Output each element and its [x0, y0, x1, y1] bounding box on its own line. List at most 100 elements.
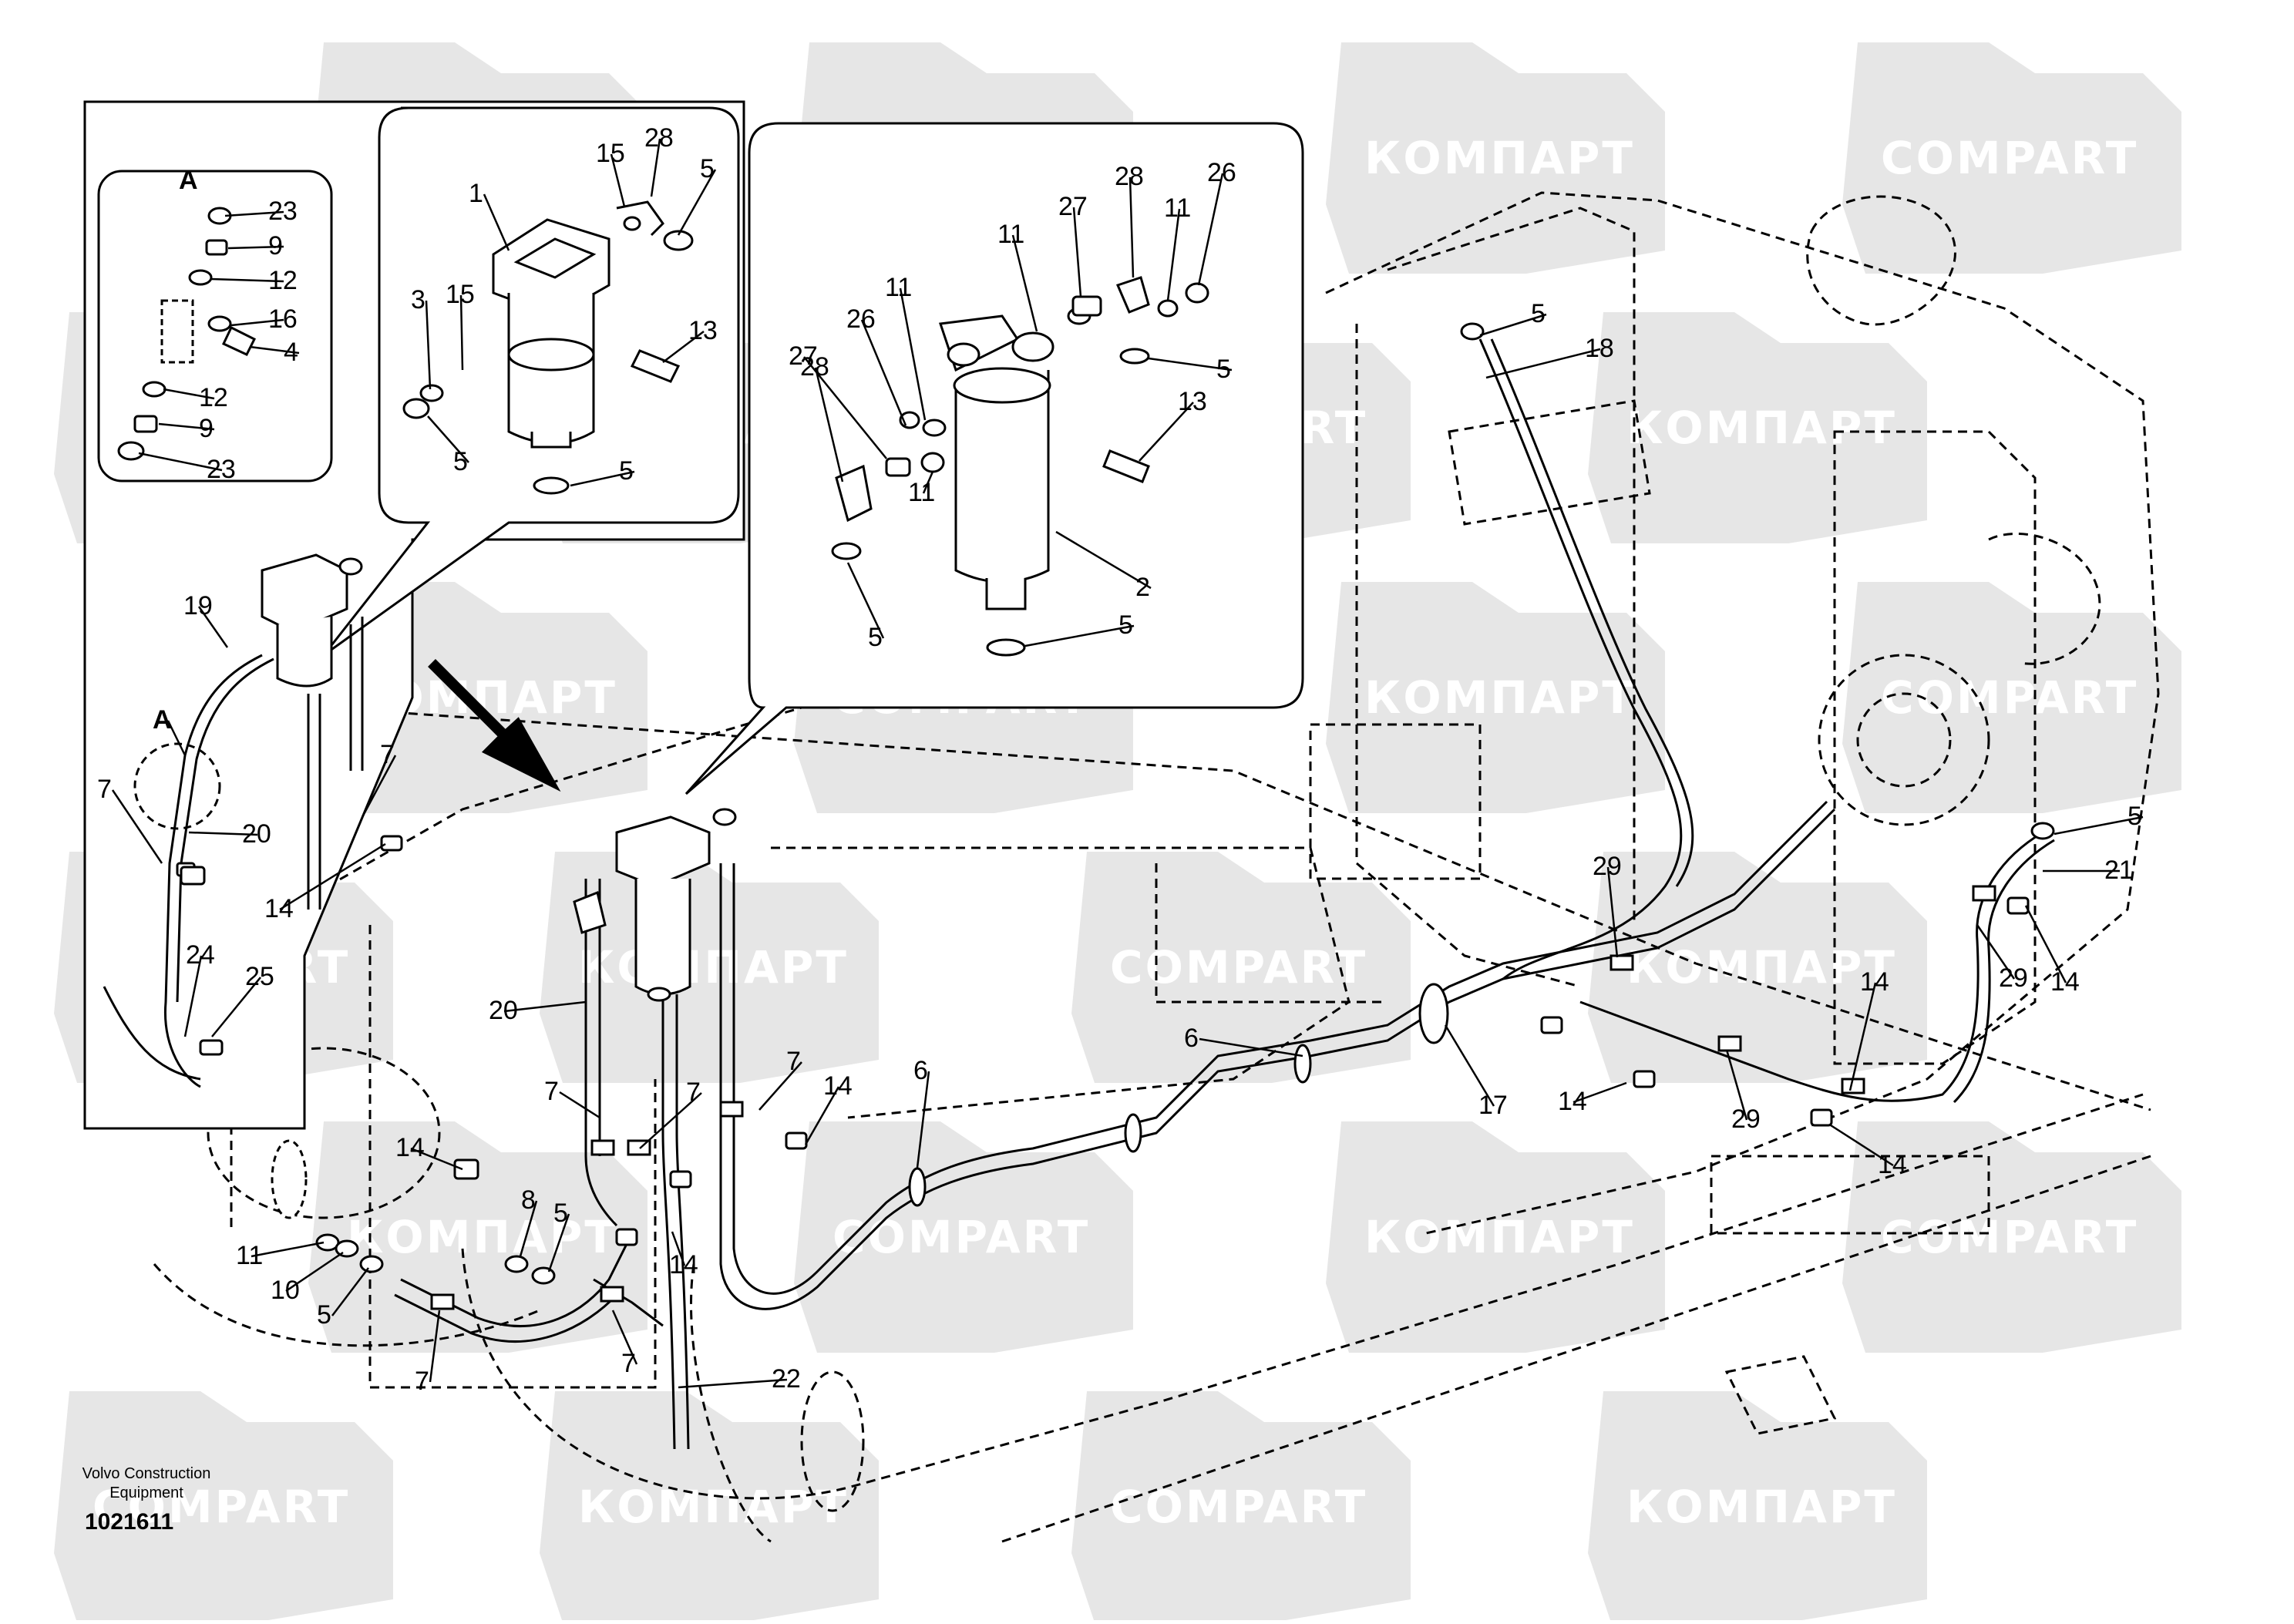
- leader-line: [230, 318, 284, 327]
- leader-line: [519, 1200, 538, 1257]
- callout-number: 13: [688, 316, 718, 345]
- leader-line: [459, 294, 464, 371]
- callout-number: 9: [268, 231, 283, 261]
- main-fittings: [271, 322, 2055, 1285]
- watermark-shape: [540, 852, 879, 1083]
- callout-number: 11: [236, 1241, 263, 1270]
- callout-number: 23: [268, 197, 298, 226]
- watermark-shape: [794, 1121, 1133, 1353]
- callout-number: 9: [199, 414, 214, 443]
- callout-number: 28: [1115, 162, 1144, 191]
- callout-number: 7: [786, 1047, 801, 1076]
- callout-number: 6: [913, 1056, 928, 1085]
- leader-line: [547, 1213, 570, 1273]
- leader-line: [1606, 866, 1619, 958]
- leader-line: [166, 720, 187, 756]
- callout-number: 21: [2104, 856, 2134, 885]
- callout-number: 20: [489, 996, 518, 1025]
- leader-line: [916, 1071, 930, 1168]
- leader-line: [197, 606, 229, 648]
- callout-number: 17: [1478, 1091, 1508, 1120]
- leader-line: [483, 193, 510, 251]
- detail-a-title: A: [179, 166, 198, 195]
- watermark-shape: [1588, 312, 1927, 543]
- leader-line: [138, 452, 223, 472]
- callout-number: 28: [644, 123, 674, 153]
- callout-number: 23: [207, 455, 236, 484]
- leader-line: [188, 831, 258, 836]
- callout-number: 5: [1216, 355, 1231, 384]
- callout-number: 25: [245, 962, 274, 991]
- callout-number: 5: [619, 456, 634, 486]
- callout-number: 22: [772, 1364, 801, 1394]
- leader-line: [803, 356, 887, 459]
- leader-line: [1976, 924, 2016, 980]
- leader-line: [1197, 173, 1224, 286]
- callout-number: 4: [284, 338, 298, 367]
- callout-number: 27: [789, 341, 818, 371]
- leader-line: [570, 470, 635, 487]
- callout-number: 26: [846, 304, 876, 334]
- watermark-text: КОМПАРТ: [347, 1211, 617, 1263]
- leader-line: [361, 755, 397, 818]
- callout-number: 7: [621, 1349, 636, 1378]
- leader-line: [639, 1092, 702, 1149]
- watermark-shape: [540, 1391, 879, 1622]
- leader-line: [899, 287, 927, 421]
- callout-number: 12: [268, 266, 298, 295]
- watermark-text: КОМПАРТ: [1626, 941, 1897, 994]
- leader-line: [1128, 177, 1135, 278]
- watermark-shape: [1326, 1121, 1665, 1353]
- footer-brand: Volvo Construction Equipment: [62, 1464, 231, 1503]
- leader-line: [677, 169, 717, 236]
- callout-number: 24: [186, 940, 215, 970]
- callout-number: 18: [1585, 334, 1614, 363]
- leader-line: [814, 367, 844, 482]
- watermark-text: COMPART: [1110, 1481, 1367, 1533]
- callout-number: 5: [553, 1199, 568, 1228]
- leader-line: [227, 245, 284, 250]
- callout-number: 5: [1531, 299, 1546, 328]
- leader-line: [611, 1310, 638, 1365]
- callout-number: 29: [1999, 963, 2028, 993]
- main-clamps: [430, 885, 1996, 1310]
- callout-number: 7: [415, 1367, 429, 1396]
- callout-number: 1: [469, 179, 483, 208]
- callout-number: 11: [1164, 193, 1191, 223]
- leader-line: [1139, 402, 1194, 462]
- callout-number: 5: [317, 1300, 331, 1330]
- callout-number: 20: [242, 819, 271, 849]
- callout-number: 8: [521, 1185, 536, 1215]
- leader-line: [846, 562, 885, 639]
- leader-line: [1199, 1037, 1303, 1057]
- leader-line: [1485, 348, 1601, 379]
- filter-assembly-drawing: [402, 200, 694, 495]
- callout-number: 19: [183, 591, 213, 620]
- callout-number: 11: [885, 273, 912, 302]
- watermark-shape: [1842, 582, 2181, 813]
- watermark-shape: [1326, 582, 1665, 813]
- watermark-shape: [1842, 1121, 2181, 1353]
- watermark-shape: [54, 1391, 393, 1622]
- callout-number: 5: [700, 154, 715, 183]
- leader-line: [678, 1378, 788, 1389]
- leader-line: [2054, 815, 2144, 836]
- drawing-number: 1021611: [85, 1509, 174, 1535]
- leader-line: [1444, 1024, 1495, 1107]
- direction-arrow: [428, 659, 561, 792]
- callout-number: 7: [97, 775, 112, 804]
- callout-number: 14: [264, 894, 294, 923]
- watermark-text: КОМПАРТ: [1364, 1211, 1635, 1263]
- callout-number: 27: [1058, 192, 1088, 221]
- callout-number: 12: [199, 383, 228, 412]
- callout-number: 29: [1593, 852, 1622, 881]
- leader-line: [1055, 530, 1152, 590]
- callout-number: 14: [669, 1250, 698, 1279]
- leader-line: [1848, 982, 1877, 1091]
- leader-line: [671, 1231, 686, 1266]
- leader-line: [211, 977, 261, 1037]
- leader-line: [804, 1086, 840, 1145]
- callout-number: 14: [1860, 967, 1889, 997]
- watermark-text: COMPART: [1110, 941, 1367, 994]
- leader-line: [410, 1147, 463, 1171]
